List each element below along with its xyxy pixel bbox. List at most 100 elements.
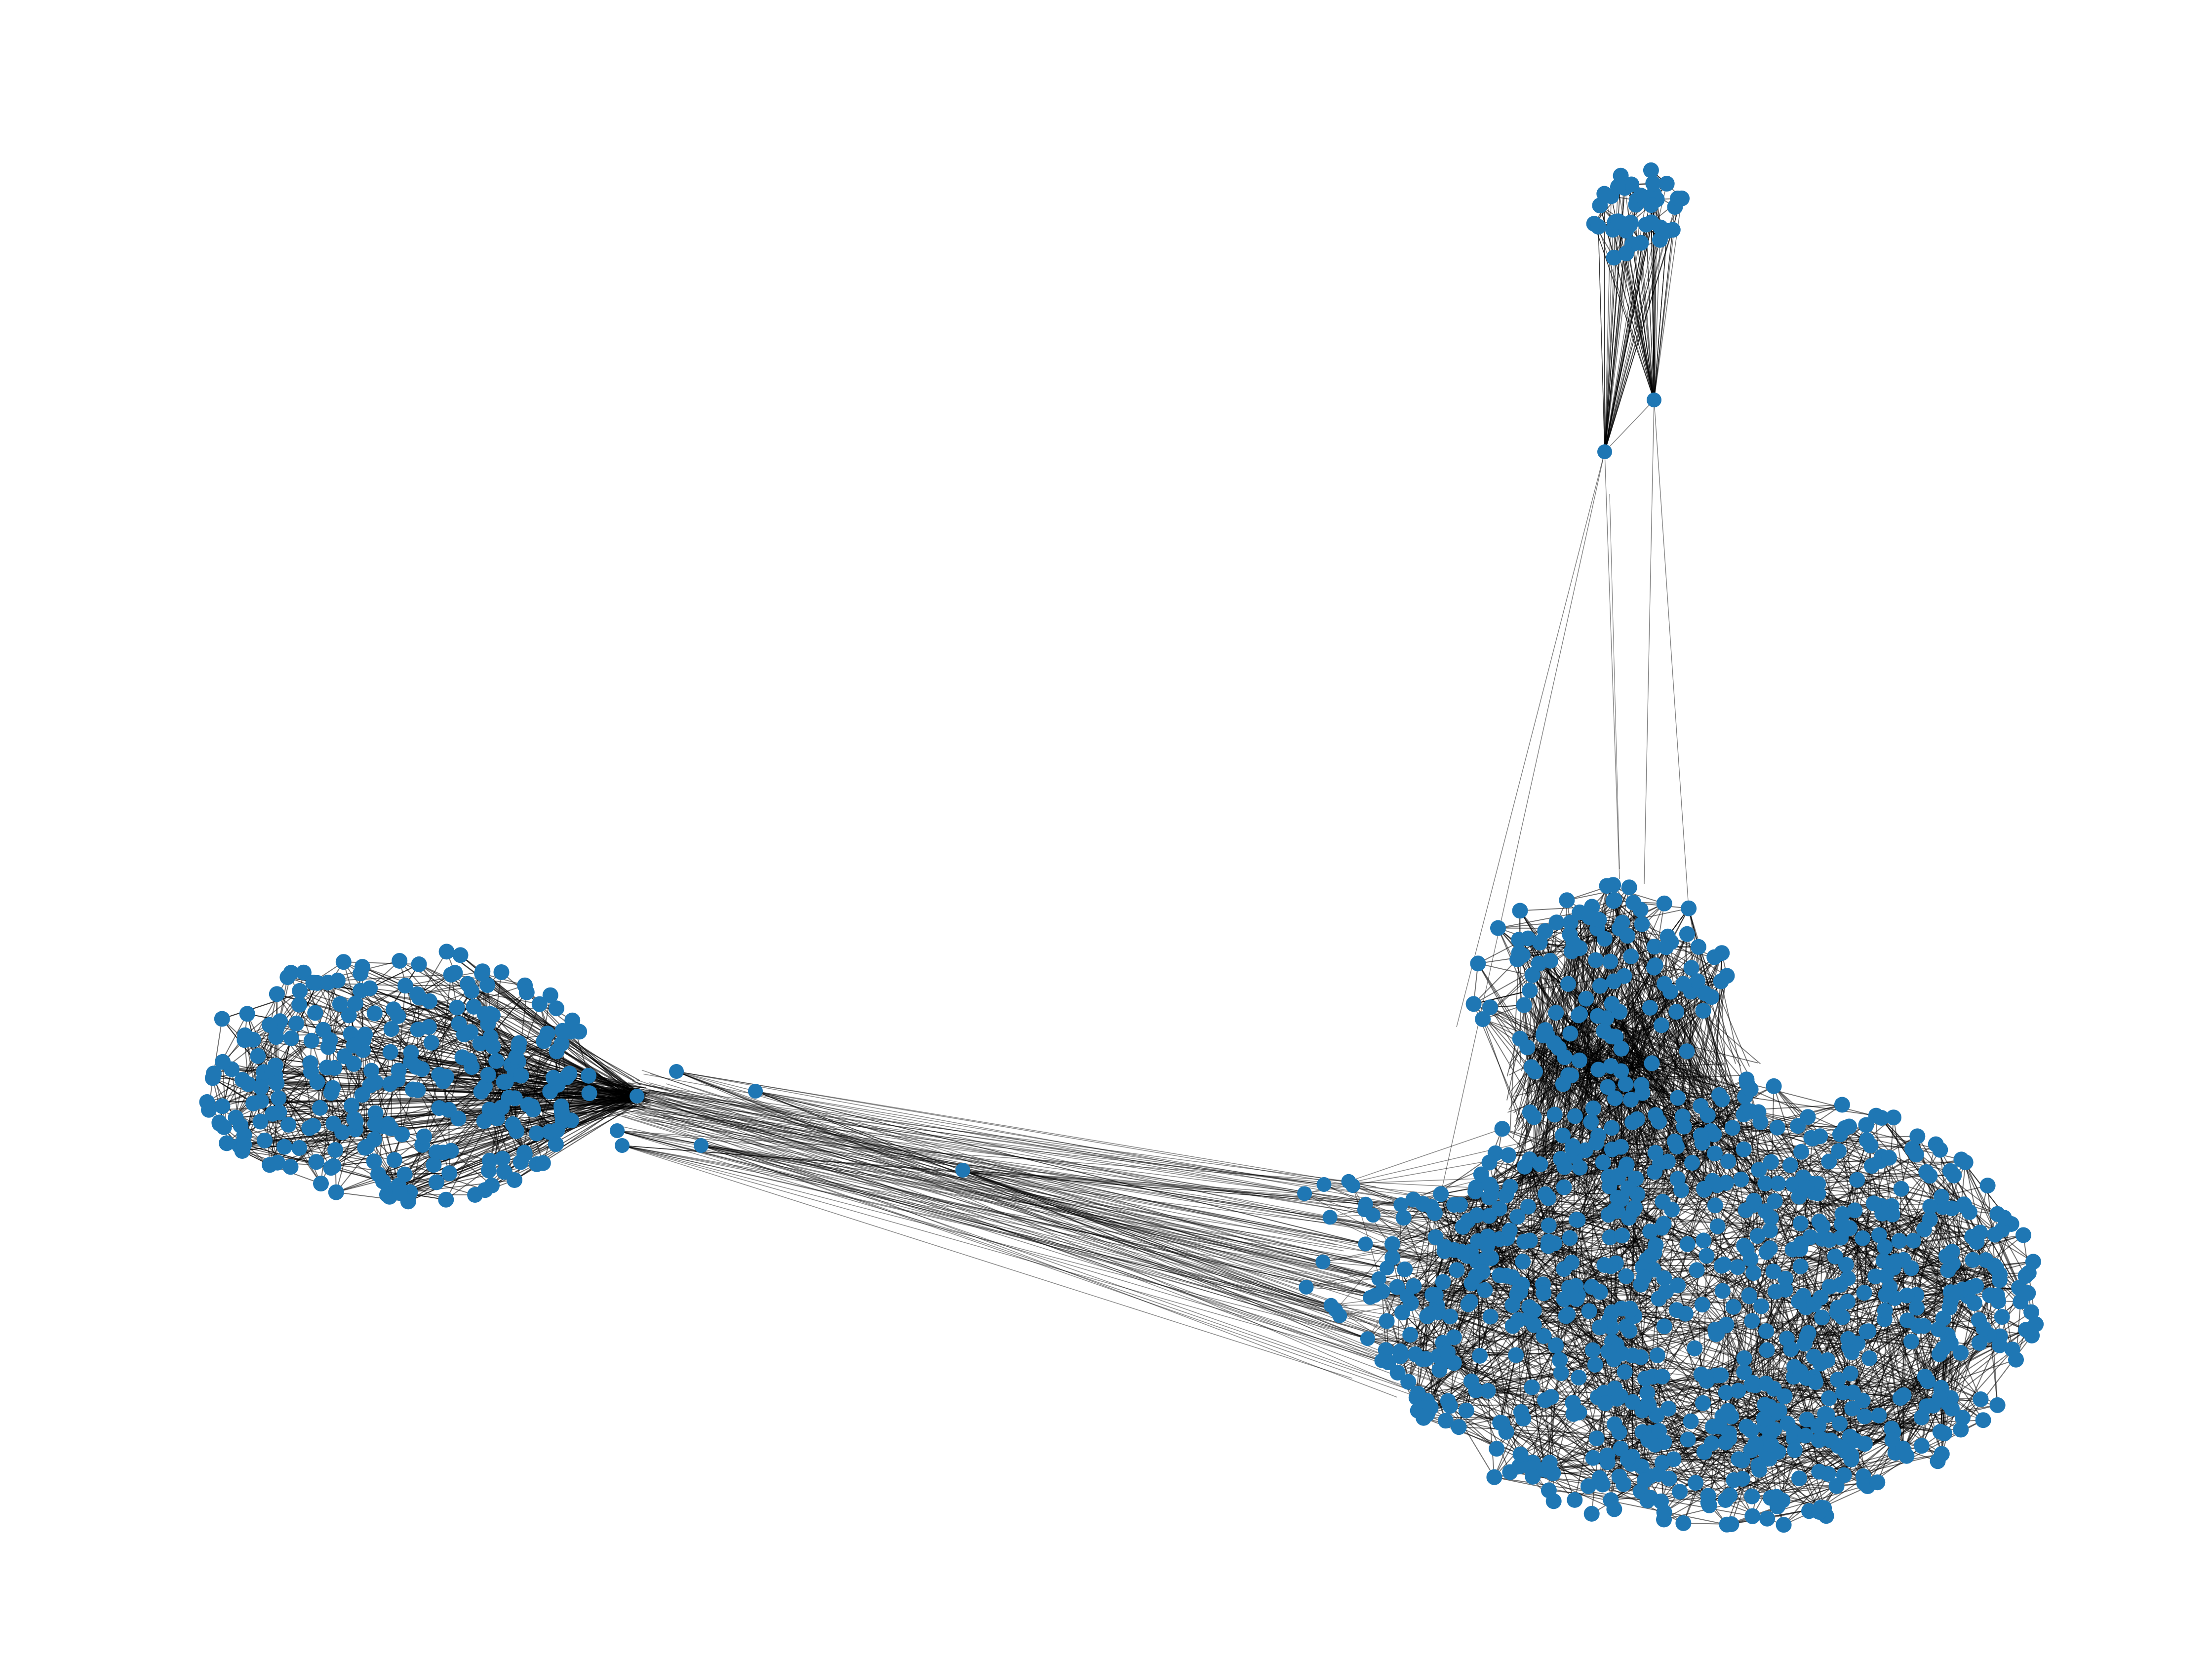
graph-node xyxy=(426,1157,442,1173)
graph-node xyxy=(326,1060,343,1076)
graph-edge xyxy=(1604,194,1605,452)
graph-edge xyxy=(1883,1213,1896,1262)
graph-edge xyxy=(1488,1390,1573,1403)
graph-edge xyxy=(676,1071,1429,1399)
graph-edge xyxy=(962,1170,1366,1245)
graph-edge xyxy=(1604,198,1682,452)
graph-edge xyxy=(1658,1298,1723,1417)
graph-edge xyxy=(602,1109,1331,1306)
graph-node xyxy=(438,1191,454,1208)
graph-edge xyxy=(514,1073,544,1163)
graph-edge xyxy=(962,1170,1420,1205)
graph-edge xyxy=(615,1124,1371,1298)
graph-edge xyxy=(1403,1216,1518,1219)
graph-edge xyxy=(622,1145,1336,1311)
graph-edge xyxy=(1853,1353,1940,1393)
graph-node xyxy=(518,984,535,1000)
graph-node xyxy=(449,999,465,1016)
graph-edge xyxy=(649,1091,1368,1339)
graph-edge xyxy=(755,1091,1380,1207)
graph-edge xyxy=(1916,1207,1943,1295)
graph-edge xyxy=(1304,1193,1767,1351)
graph-edge xyxy=(755,1091,1340,1316)
graph-edge xyxy=(1706,1235,1758,1257)
graph-edge xyxy=(609,1093,1353,1274)
graph-edge xyxy=(962,1170,1336,1311)
graph-edge xyxy=(1653,1376,1770,1407)
graph-edge xyxy=(701,1145,1371,1298)
graph-edge xyxy=(622,1145,1401,1205)
graph-edge xyxy=(1632,1314,1727,1325)
graph-edge xyxy=(642,1110,1401,1205)
graph-edge xyxy=(1821,1317,1896,1453)
graph-edge xyxy=(676,1071,1401,1205)
graph-edge xyxy=(631,1112,1409,1234)
graph-node xyxy=(493,964,510,980)
graph-node xyxy=(312,1100,328,1116)
graph-edge xyxy=(1765,1289,1786,1384)
graph-edge xyxy=(399,960,638,1093)
graph-edge xyxy=(1960,1352,1981,1400)
graph-edge xyxy=(1604,196,1612,452)
graph-node xyxy=(280,1116,297,1133)
graph-node xyxy=(1596,186,1613,202)
graph-node xyxy=(279,969,296,986)
graph-edge xyxy=(1407,1264,1724,1297)
graph-node xyxy=(447,965,463,981)
graph-edge xyxy=(1677,1285,1707,1382)
graph-node xyxy=(496,1164,513,1180)
graph-edge xyxy=(636,1098,1375,1296)
graph-edge xyxy=(1687,1439,1726,1501)
graph-edge xyxy=(1881,1156,1950,1308)
graph-edge xyxy=(1900,1188,1969,1297)
graph-node xyxy=(505,1116,521,1132)
graph-edge xyxy=(622,1085,1375,1296)
graph-edge xyxy=(962,1170,1305,1194)
graph-node xyxy=(308,1154,324,1170)
graph-edge xyxy=(1621,956,1632,1174)
graph-node xyxy=(411,956,427,972)
graph-edge xyxy=(619,1092,1306,1288)
graph-edge xyxy=(1506,1038,1521,1101)
graph-node xyxy=(498,1074,514,1090)
graph-edge xyxy=(1941,1185,1988,1197)
graph-edge xyxy=(649,1111,1331,1306)
graph-node xyxy=(276,1139,292,1155)
graph-edge xyxy=(226,1098,279,1144)
graph-edge xyxy=(632,1081,1366,1252)
graph-edge xyxy=(1965,1162,1981,1233)
graph-edge xyxy=(1842,1316,1943,1349)
graph-edge xyxy=(666,1083,1448,1320)
graph-edge xyxy=(648,1082,1379,1279)
graph-edge xyxy=(1471,1276,1476,1382)
graph-edge xyxy=(1494,1476,1648,1501)
graph-edge xyxy=(1588,1486,1753,1517)
graph-node xyxy=(320,1039,336,1055)
graph-node xyxy=(252,1113,269,1130)
graph-edge xyxy=(279,1099,636,1113)
graph-edge xyxy=(622,1145,1465,1304)
graph-edge xyxy=(1615,1263,1669,1409)
graph-edge xyxy=(1367,1338,1942,1392)
graph-edge xyxy=(1348,1128,1502,1182)
graph-edge xyxy=(1573,1374,1701,1415)
graph-edge xyxy=(1688,908,1736,1064)
graph-edge xyxy=(1437,1304,1556,1346)
graph-edge xyxy=(676,1071,1331,1306)
graph-node xyxy=(428,1144,444,1160)
graph-edge xyxy=(336,1151,437,1193)
graph-edge xyxy=(1473,959,1518,1005)
graph-edge xyxy=(1554,1243,1631,1309)
graph-edge xyxy=(617,1130,1340,1316)
graph-edge xyxy=(676,1071,1432,1375)
graph-node xyxy=(460,976,476,992)
graph-node xyxy=(1659,223,1675,239)
graph-edge xyxy=(645,1102,1487,1401)
graph-edge xyxy=(638,1111,1387,1268)
graph-edge xyxy=(1541,947,1666,1144)
graph-edge xyxy=(1538,963,1542,1072)
graph-edge xyxy=(622,1145,1368,1339)
graph-edge xyxy=(1598,226,1605,452)
graph-node xyxy=(1610,179,1626,195)
